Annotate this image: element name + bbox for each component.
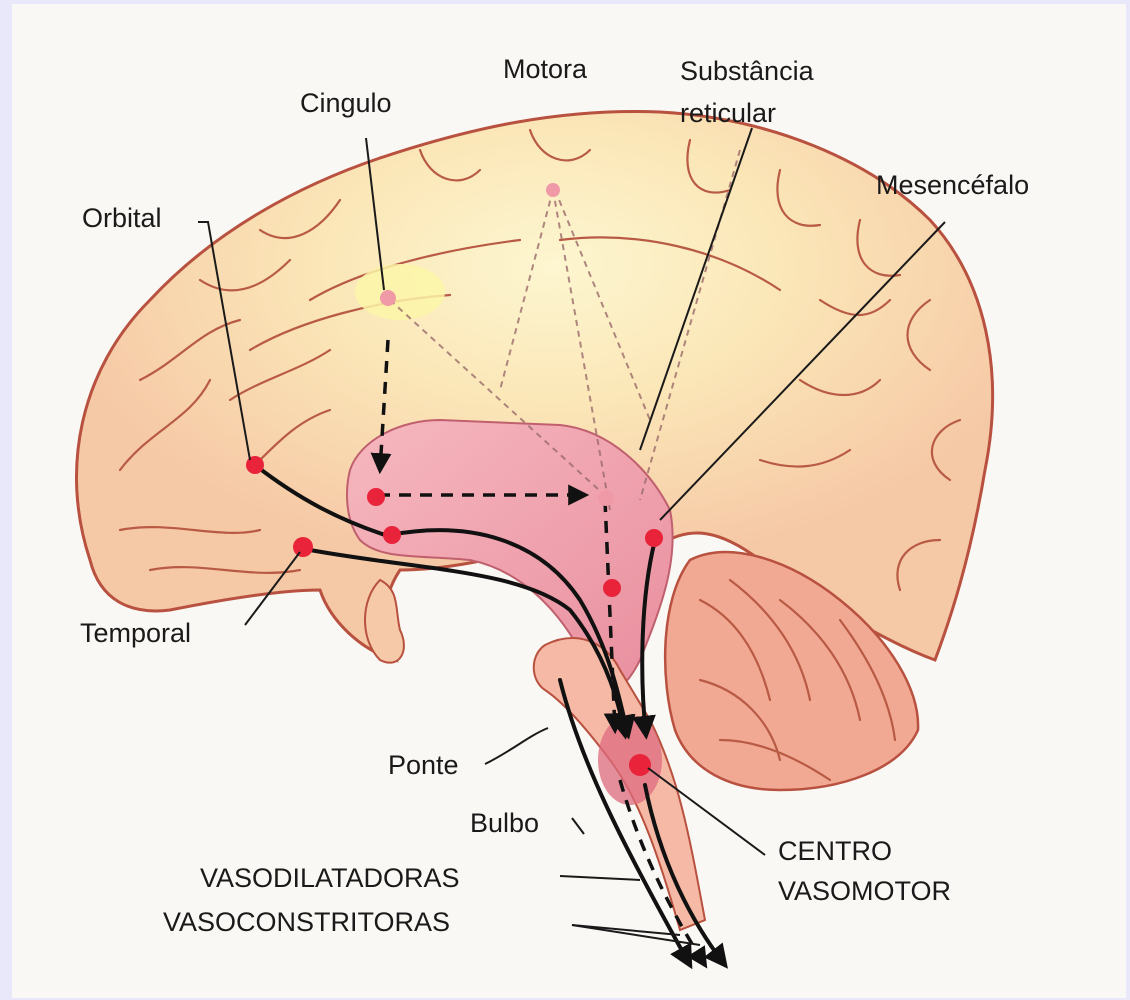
vasomotor-center-site — [629, 754, 651, 776]
label-vasodilatadoras: VASODILATADORAS — [200, 863, 460, 893]
diagram-frame: Cingulo Motora Substância reticular Orbi… — [12, 4, 1126, 998]
label-vasoconstritoras: VASOCONSTRITORAS — [163, 907, 450, 937]
cingulate-glow — [355, 264, 445, 320]
cingulate-site — [380, 290, 396, 306]
label-orbital: Orbital — [82, 203, 162, 233]
motor-site — [546, 183, 560, 197]
label-motora: Motora — [503, 54, 588, 84]
label-substancia: Substância — [680, 56, 815, 86]
vasomotor-center-region — [598, 715, 662, 805]
limbic-site — [383, 526, 401, 544]
label-reticular: reticular — [680, 98, 776, 128]
reticular-site — [598, 490, 614, 506]
label-mesencefalo: Mesencéfalo — [876, 170, 1029, 200]
label-ponte: Ponte — [388, 750, 459, 780]
mesencephalon-site — [645, 529, 663, 547]
label-temporal: Temporal — [80, 618, 191, 648]
orbital-site-2 — [367, 488, 385, 506]
label-centro: CENTRO — [778, 836, 892, 866]
orbital-site — [246, 456, 264, 474]
label-bulbo: Bulbo — [470, 808, 539, 838]
label-vasomotor: VASOMOTOR — [778, 876, 951, 906]
temporal-site — [293, 537, 313, 557]
label-cingulo: Cingulo — [300, 88, 392, 118]
brain-diagram: Cingulo Motora Substância reticular Orbi… — [12, 4, 1126, 998]
pons-site — [603, 579, 621, 597]
